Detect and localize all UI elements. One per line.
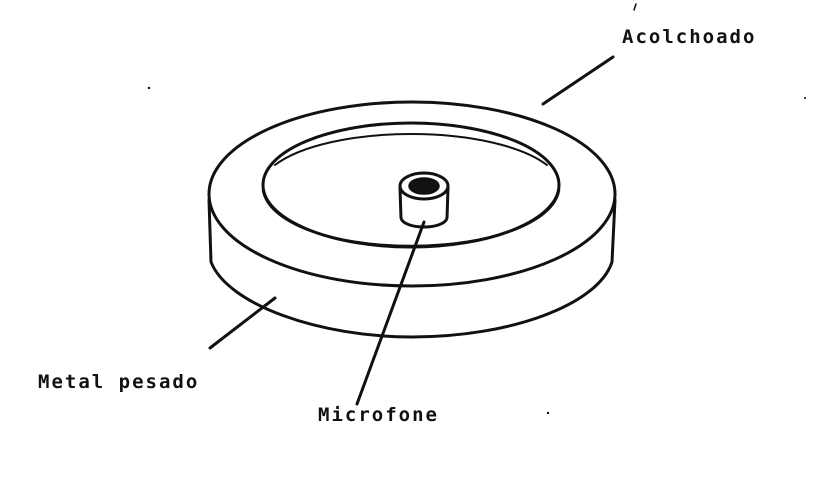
microphone bbox=[398, 171, 450, 229]
microphone-grille bbox=[408, 177, 440, 195]
microphone-body bbox=[398, 186, 450, 229]
heavy-metal-label: Metal pesado bbox=[38, 371, 200, 393]
heavy-metal-leader-line bbox=[208, 296, 277, 350]
heavy-metal-ring-side bbox=[207, 198, 617, 339]
scan-speck bbox=[804, 97, 806, 99]
padding-inner-floor bbox=[261, 188, 561, 248]
microphone-top bbox=[398, 171, 450, 201]
scan-speck bbox=[633, 3, 637, 11]
microphone-label: Microfone bbox=[318, 404, 439, 426]
heavy-metal-ring-top bbox=[207, 100, 617, 288]
scan-speck bbox=[546, 411, 550, 415]
padding-label: Acolchoado bbox=[622, 26, 757, 48]
padding-inner-wall bbox=[274, 133, 548, 166]
scan-speck bbox=[147, 86, 151, 90]
padding-leader-line bbox=[541, 55, 615, 106]
microphone-leader-line bbox=[355, 220, 426, 406]
